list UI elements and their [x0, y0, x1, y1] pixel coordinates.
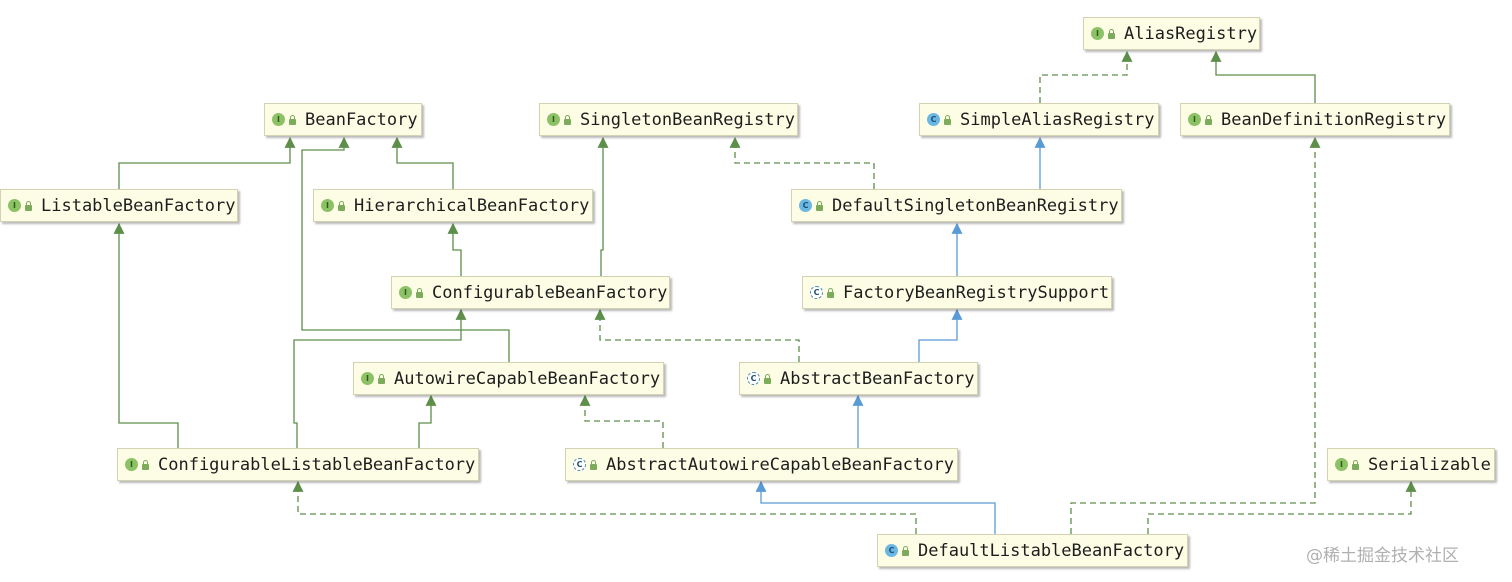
node-abstract-autowire-capable-bean-factory[interactable]: C AbstractAutowireCapableBeanFactory: [565, 448, 958, 481]
edge-listable-to-beanfactory: [118, 136, 296, 189]
node-label: HierarchicalBeanFactory: [354, 195, 590, 216]
edge-dlbf-extends-abstractautowire: [755, 480, 996, 534]
lock-icon: [416, 287, 423, 298]
interface-icon: I: [125, 458, 138, 471]
node-factory-bean-registry-support[interactable]: C FactoryBeanRegistrySupport: [802, 276, 1112, 309]
node-bean-definition-registry[interactable]: I BeanDefinitionRegistry: [1180, 103, 1450, 136]
edge-abstractbf-implements-configurable: [594, 308, 800, 362]
edge-autowire-to-beanfactory: [301, 136, 510, 362]
node-label: ListableBeanFactory: [41, 195, 236, 216]
node-label: FactoryBeanRegistrySupport: [843, 282, 1110, 303]
edge-dlbf-implements-configlistable: [292, 480, 917, 534]
lock-icon: [1205, 114, 1212, 125]
node-singleton-bean-registry[interactable]: I SingletonBeanRegistry: [539, 103, 798, 136]
class-icon: C: [885, 544, 898, 557]
edge-hierarchical-to-beanfactory: [391, 136, 454, 189]
interface-icon: I: [1335, 458, 1348, 471]
node-abstract-bean-factory[interactable]: C AbstractBeanFactory: [739, 362, 978, 395]
node-listable-bean-factory[interactable]: I ListableBeanFactory: [0, 189, 238, 222]
lock-icon: [944, 114, 951, 125]
lock-icon: [764, 373, 771, 384]
node-label: AbstractBeanFactory: [780, 368, 975, 389]
interface-icon: I: [1091, 27, 1104, 40]
lock-icon: [902, 545, 909, 556]
lock-icon: [590, 459, 597, 470]
interface-icon: I: [361, 372, 374, 385]
edge-configlistable-to-listable: [113, 222, 179, 448]
node-label: Serializable: [1368, 454, 1491, 475]
node-label: AliasRegistry: [1124, 23, 1258, 44]
interface-icon: I: [8, 199, 21, 212]
node-label: AutowireCapableBeanFactory: [394, 368, 661, 389]
abstract-class-icon: C: [747, 372, 760, 385]
node-alias-registry[interactable]: I AliasRegistry: [1083, 17, 1260, 50]
lock-icon: [1108, 28, 1115, 39]
lock-icon: [338, 200, 345, 211]
edge-beandefregistry-to-aliasregistry: [1210, 50, 1316, 103]
interface-icon: I: [272, 113, 285, 126]
interface-icon: I: [321, 199, 334, 212]
edge-abstractbf-extends-factorybean: [918, 308, 963, 362]
node-label: BeanFactory: [305, 109, 418, 130]
node-configurable-bean-factory[interactable]: I ConfigurableBeanFactory: [391, 276, 670, 309]
node-bean-factory[interactable]: I BeanFactory: [264, 103, 422, 136]
edge-defaultsingleton-implements-singletonregistry: [729, 136, 875, 189]
interface-icon: I: [399, 286, 412, 299]
abstract-class-icon: C: [573, 458, 586, 471]
lock-icon: [378, 373, 385, 384]
node-label: BeanDefinitionRegistry: [1221, 109, 1447, 130]
node-label: ConfigurableBeanFactory: [432, 282, 668, 303]
edge-dlbf-implements-serializable: [1147, 480, 1417, 534]
node-default-singleton-bean-registry[interactable]: C DefaultSingletonBeanRegistry: [791, 189, 1122, 222]
lock-icon: [1352, 459, 1359, 470]
node-default-listable-bean-factory[interactable]: C DefaultListableBeanFactory: [877, 534, 1188, 567]
node-hierarchical-bean-factory[interactable]: I HierarchicalBeanFactory: [313, 189, 593, 222]
edge-dlbf-implements-beandefregistry: [1070, 136, 1321, 534]
node-label: DefaultSingletonBeanRegistry: [832, 195, 1119, 216]
node-label: AbstractAutowireCapableBeanFactory: [606, 454, 954, 475]
node-simple-alias-registry[interactable]: C SimpleAliasRegistry: [919, 103, 1159, 136]
class-icon: C: [927, 113, 940, 126]
node-serializable[interactable]: I Serializable: [1327, 448, 1495, 481]
lock-icon: [564, 114, 571, 125]
lock-icon: [816, 200, 823, 211]
node-autowire-capable-bean-factory[interactable]: I AutowireCapableBeanFactory: [353, 362, 664, 395]
lock-icon: [289, 114, 296, 125]
node-label: DefaultListableBeanFactory: [918, 540, 1185, 561]
watermark: @稀土掘金技术社区: [1306, 546, 1459, 566]
lock-icon: [25, 200, 32, 211]
edge-simplealias-implements-aliasregistry: [1039, 50, 1133, 103]
node-label: SingletonBeanRegistry: [580, 109, 795, 130]
edge-configlistable-to-autowire: [418, 394, 437, 448]
lock-icon: [142, 459, 149, 470]
node-label: ConfigurableListableBeanFactory: [158, 454, 476, 475]
node-configurable-listable-bean-factory[interactable]: I ConfigurableListableBeanFactory: [117, 448, 479, 481]
edge-configurable-to-hierarchical: [447, 222, 462, 276]
interface-icon: I: [547, 113, 560, 126]
class-icon: C: [799, 199, 812, 212]
abstract-class-icon: C: [810, 286, 823, 299]
lock-icon: [827, 287, 834, 298]
interface-icon: I: [1188, 113, 1201, 126]
edge-abstractautowire-implements-autowire: [579, 394, 664, 448]
edge-configlistable-to-configurable: [293, 308, 467, 448]
edge-configurable-to-singletonregistry: [597, 136, 609, 276]
node-label: SimpleAliasRegistry: [960, 109, 1155, 130]
